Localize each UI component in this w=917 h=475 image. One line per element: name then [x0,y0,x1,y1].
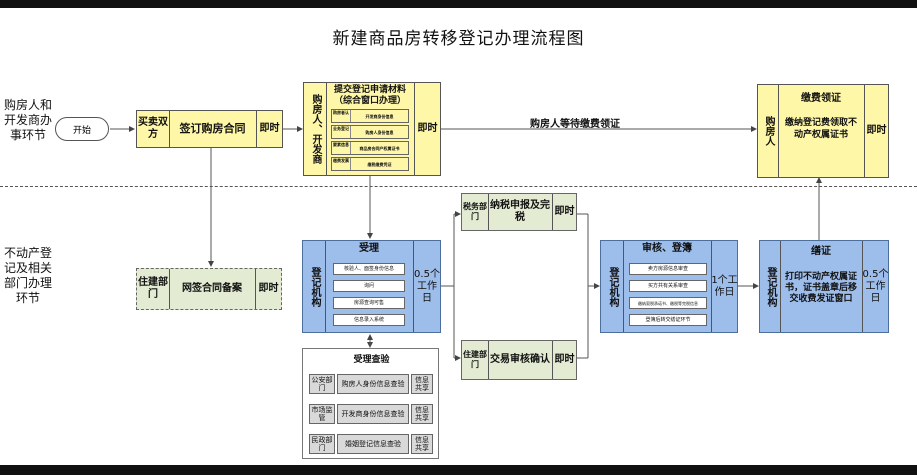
lane-label-bottom: 不动产登记及相关部门办理环节 [4,246,53,305]
accept-item-4: 信息录入系统 [333,314,405,326]
review-box: 登记机构 审核、登簿 卖方房源信息审查 买方共有关系审查 缴纳契税承诺书、缴税等… [600,240,738,333]
trade-time: 即时 [554,354,575,365]
cert-org: 登记机构 [765,266,776,307]
review-item-3: 缴纳契税承诺书、缴税等完税信息 [629,297,707,309]
fee-time: 即时 [866,125,887,136]
acceptance-check-box: 受理查验 公安部门 购房人身份信息查验 信息共享 市场监管 开发商身份信息查验 … [302,348,439,459]
cert-time: 0.5个工作日 [862,268,889,304]
lane-divider [0,186,917,187]
review-org: 登记机构 [607,266,618,307]
check-row-3: 民政部门 婚姻登记信息查验 信息共享 [309,434,433,454]
accept-item-2: 询问 [333,280,405,292]
contract-filing-box: 住建部门 网签合同备案 即时 [136,268,282,310]
check-row-1: 公安部门 购房人身份信息查验 信息共享 [309,374,433,394]
tax-task: 纳税申报及完税 [490,200,550,223]
review-item-4: 登簿后转交缮证环节 [629,314,707,326]
submit-item-4: 缴费发票缴税缴费凭证 [331,157,409,171]
filing-task: 网签合同备案 [182,283,242,294]
cert-title: 缮证 [811,246,831,257]
bottom-frame-bar [0,465,917,475]
filing-time: 即时 [258,283,279,294]
fee-desc: 缴纳登记费领取不动产权属证书 [784,118,857,140]
accept-box: 登记机构 受理 核验人、面签身份信息 询问 房源查询可售 信息录入系统 0.5个… [302,240,441,333]
accept-org: 登记机构 [309,266,320,307]
sign-contract-box: 买卖双方 签订购房合同 即时 [136,110,283,148]
check-row-2: 市场监管 开发商身份信息查验 信息共享 [309,404,433,424]
tax-box: 税务部门 纳税申报及完税 即时 [461,193,577,231]
lane-label-top: 购房人和开发商办事环节 [4,98,53,142]
filing-dept: 住建部门 [138,277,168,300]
wait-label: 购房人等待缴费领证 [530,119,620,130]
submit-time: 即时 [417,123,438,134]
top-frame-bar [0,0,917,8]
submit-item-3: 要素信息商品房合同产权属证书 [331,141,409,155]
accept-time: 0.5个工作日 [414,268,440,304]
submit-title: 提交登记申请材料（综合窗口办理） [333,85,406,106]
trade-dept: 住建部门 [463,350,487,369]
sign-time: 即时 [259,123,280,134]
diagram-title: 新建商品房转移登记办理流程图 [332,29,585,49]
review-title: 审核、登簿 [642,243,692,254]
review-item-2: 买方共有关系审查 [629,280,707,292]
sign-party: 买卖双方 [138,117,168,140]
submit-party: 购房人、开发商 [310,94,321,164]
submit-materials-box: 购房人、开发商 提交登记申请材料（综合窗口办理） 购房者认开发商身份信息 业务登… [303,82,441,176]
trade-task: 交易审核确认 [490,354,550,365]
tax-time: 即时 [554,206,575,217]
sign-task: 签订购房合同 [179,122,246,135]
submit-item-1: 购房者认开发商身份信息 [331,109,409,123]
accept-title: 受理 [359,243,379,254]
accept-item-1: 核验人、面签身份信息 [333,263,405,275]
submit-item-2: 业务登记购房人身份信息 [331,125,409,139]
accept-item-3: 房源查询可售 [333,297,405,309]
tax-dept: 税务部门 [463,202,487,221]
check-title: 受理查验 [353,355,390,365]
review-item-1: 卖方房源信息审查 [629,263,707,275]
review-time: 1个工作日 [711,274,738,298]
trade-review-box: 住建部门 交易审核确认 即时 [461,340,577,380]
fee-party: 购房人 [763,116,774,146]
fee-collect-box: 购房人 缴费领证 缴纳登记费领取不动产权属证书 即时 [757,84,889,178]
start-node: 开始 [55,117,109,141]
certificate-box: 登记机构 缮证 打印不动产权属证书，证书盖章后移交收费发证窗口 0.5个工作日 [759,240,889,333]
fee-title: 缴费领证 [801,93,841,104]
cert-desc: 打印不动产权属证书，证书盖章后移交收费发证窗口 [784,271,857,304]
